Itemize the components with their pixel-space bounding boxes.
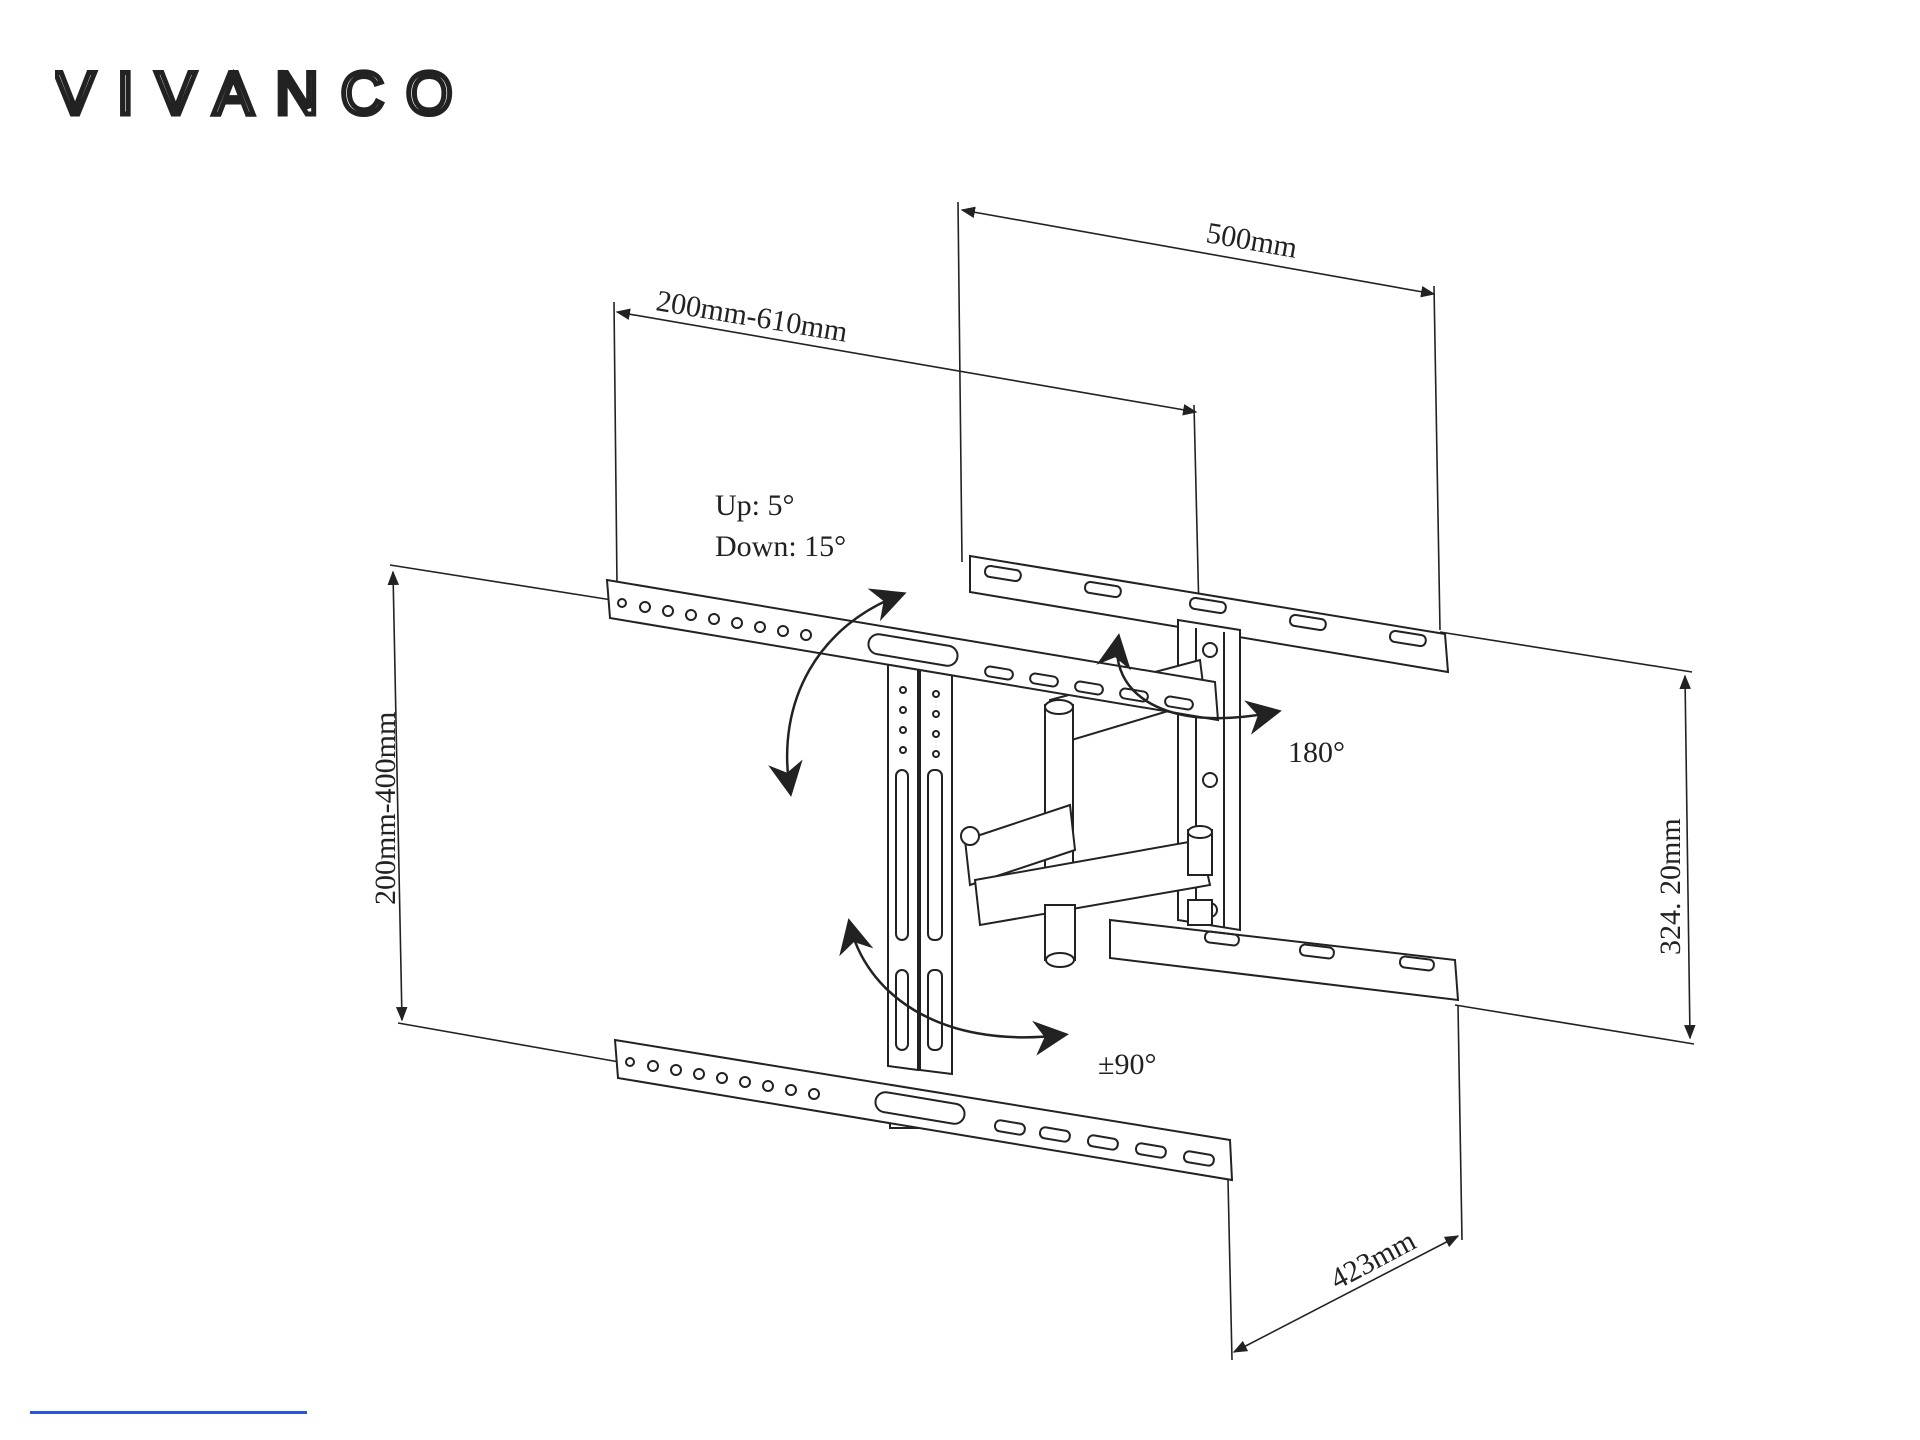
label-arm-extension: 200mm-610mm: [654, 284, 850, 348]
rotation-arrow: [850, 925, 1062, 1037]
dimension-vesa-height: [390, 565, 625, 1063]
wall-plate-bottom-bar: [1110, 920, 1458, 1000]
label-swivel: 180°: [1288, 736, 1345, 769]
label-tilt-up: Up: 5°: [715, 489, 795, 522]
dimension-depth: [1228, 1005, 1462, 1360]
label-tilt-down: Down: 15°: [715, 530, 846, 563]
label-vesa-height: 200mm-400mm: [369, 712, 402, 905]
label-depth: 423mm: [1325, 1224, 1421, 1296]
vesa-vertical-rails: [888, 660, 962, 1128]
label-top-width: 500mm: [1204, 216, 1300, 264]
label-rotation: ±90°: [1098, 1048, 1156, 1081]
footer-link-underline[interactable]: [30, 1411, 307, 1414]
label-wall-plate-height: 324. 20mm: [1654, 818, 1687, 955]
